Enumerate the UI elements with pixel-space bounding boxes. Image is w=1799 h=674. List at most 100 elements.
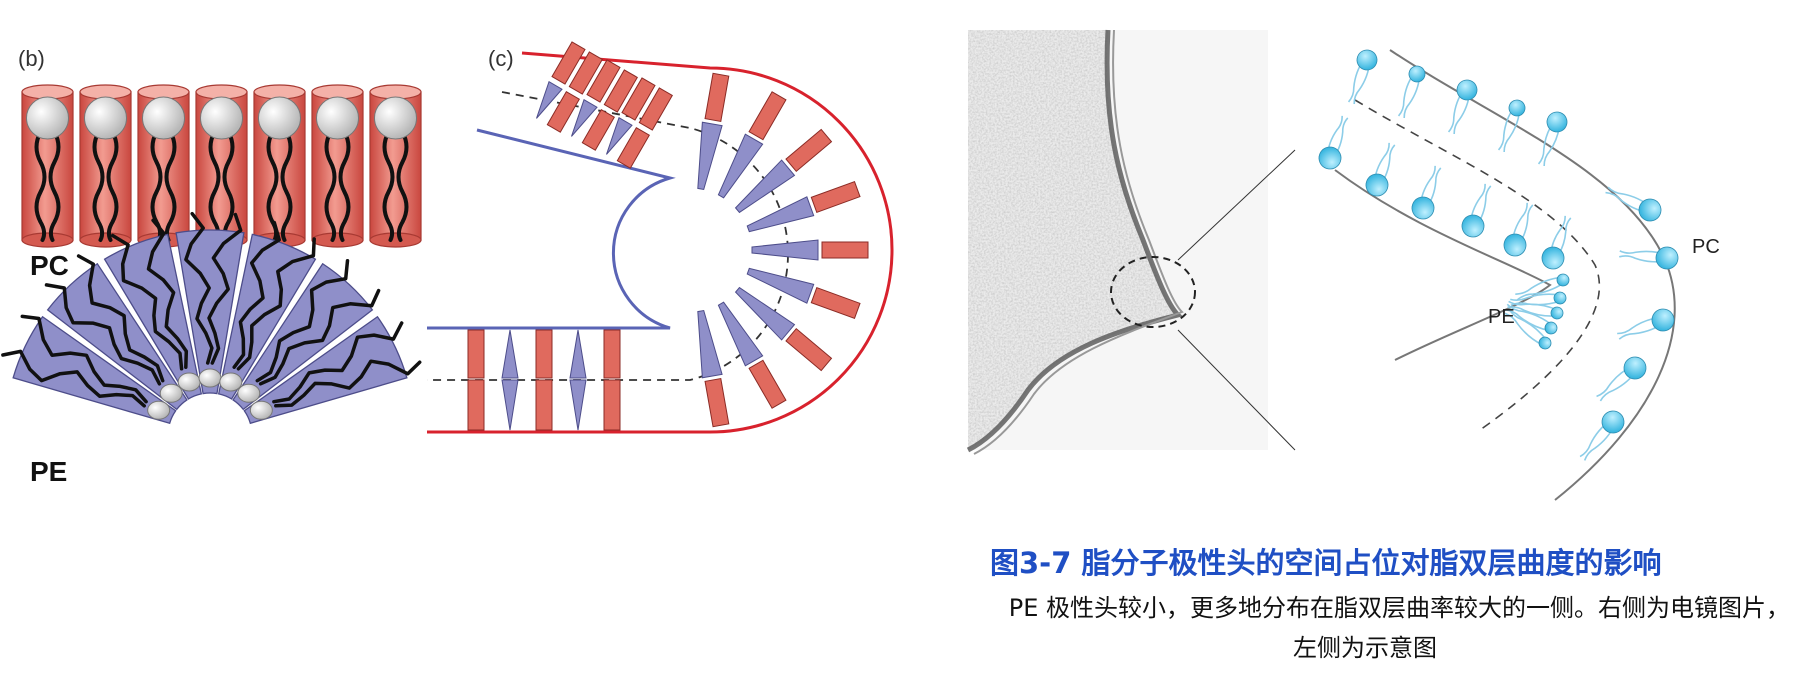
polar-head bbox=[159, 383, 183, 403]
lipid-molecule bbox=[1579, 410, 1625, 461]
inner-boundary bbox=[1334, 169, 1552, 361]
lipid-molecule bbox=[1617, 308, 1675, 340]
lipid-tail bbox=[1503, 108, 1521, 152]
lipid-head bbox=[1356, 49, 1378, 71]
fatty-acid-tail bbox=[338, 130, 351, 242]
pc-lipid bbox=[603, 69, 638, 113]
lipid-molecule bbox=[1447, 79, 1478, 134]
pc-lipid bbox=[535, 329, 553, 379]
lipid-head bbox=[1411, 196, 1435, 220]
lipid-head bbox=[1601, 410, 1625, 434]
lipid-curvature-schematic bbox=[1177, 49, 1679, 501]
curved-lipid-pair bbox=[746, 267, 861, 320]
pe-lipid bbox=[717, 301, 764, 367]
pc-lipid bbox=[821, 241, 869, 259]
lipid-molecule bbox=[1619, 246, 1679, 270]
upper-lipid-pair bbox=[571, 59, 638, 151]
fatty-acid-tail bbox=[258, 288, 381, 386]
pe-lipid-cone bbox=[243, 315, 422, 425]
polar-head bbox=[219, 372, 243, 392]
polar-head bbox=[26, 96, 69, 140]
lipid-molecule bbox=[1596, 356, 1647, 402]
pc-lipid bbox=[467, 379, 485, 431]
pc-lipid bbox=[546, 91, 580, 133]
lipid-tail bbox=[1515, 276, 1563, 295]
pe-lipid-cone bbox=[232, 258, 381, 411]
pc-lipid-cylinder bbox=[253, 84, 306, 248]
fatty-acid-tail bbox=[106, 130, 119, 242]
fatty-acid-tail bbox=[207, 212, 243, 365]
em-pc-label: PC bbox=[1692, 236, 1720, 258]
pc-lipid-cylinder bbox=[369, 84, 422, 248]
fatty-acid-tail bbox=[76, 254, 165, 383]
fatty-acid-tail bbox=[382, 130, 395, 242]
fatty-acid-tail bbox=[280, 130, 293, 242]
polar-head bbox=[177, 372, 201, 392]
fatty-acid-tail bbox=[236, 237, 316, 371]
lipid-head bbox=[1456, 79, 1478, 101]
pe-cones-figure bbox=[1, 211, 422, 425]
curved-lipid-pair bbox=[746, 180, 861, 233]
pc-label: PC bbox=[30, 250, 69, 281]
fatty-acid-tail bbox=[208, 130, 221, 242]
panel-b-label: (b) bbox=[18, 46, 45, 71]
pc-lipid bbox=[568, 51, 603, 95]
lipid-tail bbox=[1504, 312, 1544, 347]
pc-lipid bbox=[704, 72, 730, 122]
polar-head bbox=[142, 96, 185, 140]
zoom-region-circle bbox=[1110, 256, 1196, 328]
lipid-molecule bbox=[1537, 111, 1568, 166]
em-pe-label: PE bbox=[1488, 306, 1515, 328]
lipid-head bbox=[1541, 246, 1565, 270]
pe-lipid-cone bbox=[1, 314, 177, 425]
pe-lipid bbox=[734, 286, 796, 341]
polar-head bbox=[237, 383, 261, 403]
lipid-molecule bbox=[1504, 308, 1552, 350]
pc-lipid-cylinder bbox=[79, 84, 132, 248]
polar-head bbox=[316, 96, 359, 140]
polar-head bbox=[200, 96, 243, 140]
pc-lipid bbox=[616, 127, 650, 169]
fatty-acid-tail bbox=[274, 359, 422, 408]
electron-micrograph bbox=[966, 29, 1268, 455]
lipid-tail bbox=[1497, 106, 1515, 151]
lipid-molecule bbox=[1515, 273, 1570, 301]
lipid-head bbox=[1655, 246, 1679, 270]
lipid-head bbox=[1623, 356, 1647, 380]
lipid-molecule bbox=[1365, 142, 1396, 197]
inner-leaflet-line bbox=[427, 128, 676, 330]
pc-lipid bbox=[810, 286, 861, 320]
pe-lipid bbox=[697, 309, 723, 379]
fatty-acid-tail bbox=[232, 220, 281, 369]
lipid-molecule bbox=[1507, 300, 1564, 320]
lipid-head bbox=[1318, 146, 1342, 170]
outer-leaflet-line bbox=[427, 51, 894, 434]
pe-lipid bbox=[751, 239, 819, 261]
fatty-acid-tail bbox=[222, 130, 235, 242]
zoom-connector-top bbox=[1177, 149, 1296, 261]
pe-lipid bbox=[569, 379, 587, 431]
lipid-molecule bbox=[1347, 49, 1378, 104]
panel-c-label: (c) bbox=[488, 46, 514, 71]
curved-lipid-pair bbox=[717, 301, 787, 409]
curved-lipid-pair bbox=[734, 128, 833, 214]
pc-lipid bbox=[638, 87, 673, 131]
lipid-tail bbox=[1510, 293, 1560, 301]
fatty-acid-tail bbox=[146, 218, 189, 369]
polar-head bbox=[374, 96, 417, 140]
pe-lipid bbox=[734, 159, 796, 214]
em-membrane bbox=[966, 29, 1183, 453]
pe-lipid bbox=[501, 329, 519, 379]
lipid-molecule bbox=[1411, 165, 1442, 220]
lipid-head bbox=[1408, 65, 1426, 83]
lipid-molecule bbox=[1461, 183, 1492, 238]
lipid-head bbox=[1550, 306, 1564, 320]
lipid-molecule bbox=[1497, 99, 1526, 152]
pc-lipid bbox=[467, 329, 485, 379]
lipid-head bbox=[1503, 233, 1527, 257]
lipid-tail bbox=[1508, 308, 1548, 342]
lipid-head bbox=[1365, 173, 1389, 197]
fatty-acid-tail bbox=[20, 314, 148, 404]
caption-line-2: 左侧为示意图 bbox=[1293, 634, 1437, 662]
caption-line-1: PE 极性头较小，更多地分布在脂双层曲率较大的一侧。右侧为电镜图片， bbox=[1008, 594, 1790, 622]
